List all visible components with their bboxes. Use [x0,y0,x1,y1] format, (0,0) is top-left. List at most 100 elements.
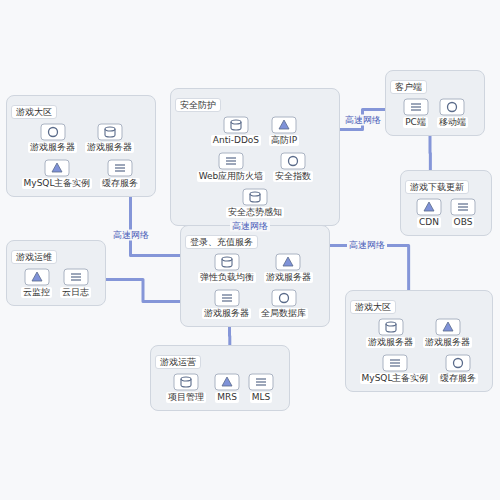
item-row: 游戏服务器游戏服务器MySQL主备实例缓存服务 [350,317,488,385]
icon-glyph [71,279,81,280]
icon-tile [215,290,239,306]
item-label: Anti-DDoS [211,135,261,146]
icon-tile [64,269,88,285]
service-icon [439,98,465,116]
icon-glyph [458,203,468,204]
service-item: 游戏服务器 [26,122,79,154]
icon-glyph [32,272,42,281]
icon-tile [174,374,198,390]
item-label: 游戏服务器 [366,337,415,348]
service-icon [218,152,244,170]
service-icon [450,198,476,216]
icon-glyph [222,377,232,386]
icon-glyph [226,160,236,161]
service-icon [275,253,301,271]
service-item: 游戏服务器 [262,252,315,284]
icon-tile [404,99,428,115]
service-icon [214,253,240,271]
icon-glyph [71,273,81,274]
service-group: 游戏运营项目管理MRSMLS [150,345,290,411]
icon-tile [215,374,239,390]
group-heading: 游戏大区 [11,105,57,119]
network-link [106,280,180,302]
icon-glyph [231,120,241,124]
service-group: 客户端PC端移动端 [385,70,485,136]
icon-tile [383,355,407,371]
network-link [429,136,432,170]
item-label: MySQL主备实例 [360,373,431,384]
service-item: 安全指数 [271,151,315,183]
item-row: 弹性负载均衡游戏服务器游戏服务器全局数据库 [185,252,325,320]
icon-glyph [226,163,236,164]
item-label: 安全指数 [273,171,313,182]
icon-tile [417,199,441,215]
service-icon [214,289,240,307]
service-item: 弹性负载均衡 [196,252,258,284]
icon-glyph [250,192,260,196]
icon-tile [45,160,69,176]
item-row: PC端移动端 [390,97,480,129]
service-item: CDN [414,197,444,229]
service-item: MRS [212,372,242,404]
icon-tile [272,290,296,306]
icon-glyph [283,257,293,266]
icon-glyph [71,276,81,277]
service-group: 游戏大区游戏服务器游戏服务器MySQL主备实例缓存服务 [6,95,156,197]
item-label: 高防IP [269,135,299,146]
item-label: Web应用防火墙 [197,171,266,182]
network-link [330,245,409,290]
icon-glyph [458,209,468,210]
service-item: PC端 [401,97,431,129]
service-icon [382,354,408,372]
icon-glyph [390,362,400,363]
icon-glyph [279,294,288,303]
icon-tile [215,254,239,270]
item-label: 移动端 [437,117,468,128]
icon-glyph [222,259,232,267]
service-item: 高防IP [267,115,301,147]
service-icon [63,268,89,286]
item-label: 游戏服务器 [423,337,472,348]
icon-glyph [105,127,115,131]
item-label: 云监控 [21,287,52,298]
service-icon [403,98,429,116]
service-icon [435,318,461,336]
item-label: 项目管理 [166,392,206,403]
icon-glyph [222,297,232,298]
service-icon [280,152,306,170]
service-item: MySQL主备实例 [20,158,95,190]
icon-glyph [250,194,260,202]
icon-tile [281,153,305,169]
icon-glyph [115,164,125,165]
icon-glyph [105,129,115,137]
icon-glyph [279,120,289,129]
service-item: OBS [448,197,478,229]
item-label: 游戏服务器 [202,308,251,319]
item-label: 全局数据库 [259,308,308,319]
item-row: Anti-DDoS 高防IP Web应用防火墙安全指数安全态势感知 [175,115,335,219]
service-item: 游戏服务器 [421,317,474,349]
service-item: 移动端 [435,97,470,129]
icon-glyph [390,365,400,366]
icon-glyph [222,294,232,295]
icon-glyph [181,377,191,381]
item-label: PC端 [403,117,428,128]
item-label: 弹性负载均衡 [198,272,256,283]
network-link [340,110,385,130]
service-icon [107,159,133,177]
service-item: 安全态势感知 [224,187,286,219]
service-group: 游戏运维云监控云日志 [6,240,106,306]
icon-glyph [289,157,298,166]
item-label: 游戏服务器 [85,142,134,153]
service-item: 游戏服务器 [200,288,253,320]
icon-tile [249,374,273,390]
icon-glyph [390,359,400,360]
service-group: 安全防护Anti-DDoS高防IPWeb应用防火墙安全指数安全态势感知 [170,88,340,226]
icon-tile [272,117,296,133]
item-row: 云监控云日志 [11,267,101,299]
group-heading: 登录、充值服务 [185,235,258,249]
service-group: 游戏下载更新CDNOBS [400,170,492,236]
item-label: MRS [215,392,239,403]
